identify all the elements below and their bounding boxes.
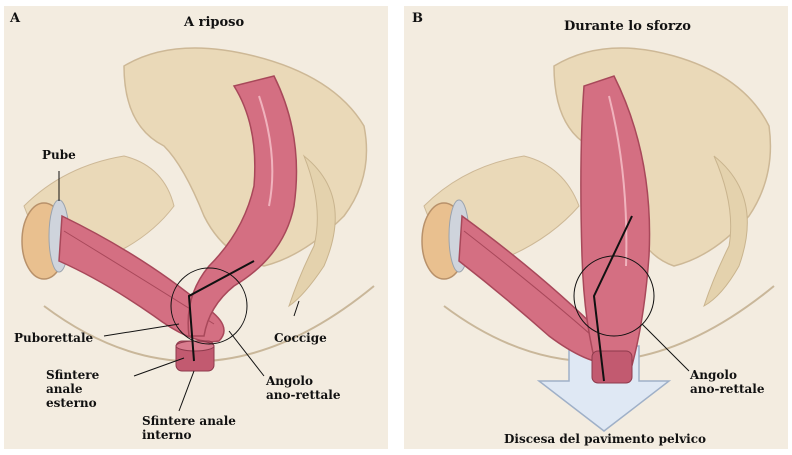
panel-a-letter: A xyxy=(10,12,20,26)
label-sfintere-esterno-3: esterno xyxy=(46,396,97,410)
label-sfintere-interno-2: interno xyxy=(142,428,192,442)
panel-a-at-rest: A A riposo Pube Puborettale Coccige Sfin… xyxy=(4,6,388,449)
panel-b-during-strain: B Durante lo sforzo Angolo ano-rettale D… xyxy=(404,6,788,449)
external-sphincter xyxy=(592,351,632,383)
label-discesa: Discesa del pavimento pelvico xyxy=(504,432,706,446)
panel-b-letter: B xyxy=(412,12,423,26)
leader-sfintere-interno xyxy=(179,371,194,411)
label-sfintere-esterno-1: Sfintere xyxy=(46,368,99,382)
label-angolo-b-2: ano-rettale xyxy=(690,382,765,396)
label-puborettale: Puborettale xyxy=(14,331,93,345)
label-angolo-b-1: Angolo xyxy=(690,368,737,382)
label-angolo-a-2: ano-rettale xyxy=(266,388,341,402)
panel-a-title: A riposo xyxy=(184,16,244,30)
label-pube: Pube xyxy=(42,148,76,162)
panel-b-title: Durante lo sforzo xyxy=(564,20,691,34)
leader-angolo xyxy=(642,324,689,371)
label-sfintere-esterno-2: anale xyxy=(46,382,82,396)
leader-puborettale xyxy=(104,324,179,336)
label-sfintere-interno-1: Sfintere anale xyxy=(142,414,236,428)
leader-coccige xyxy=(294,301,299,316)
internal-sphincter xyxy=(176,341,214,351)
label-coccige: Coccige xyxy=(274,331,327,345)
label-angolo-a-1: Angolo xyxy=(266,374,313,388)
leader-angolo xyxy=(229,331,264,376)
